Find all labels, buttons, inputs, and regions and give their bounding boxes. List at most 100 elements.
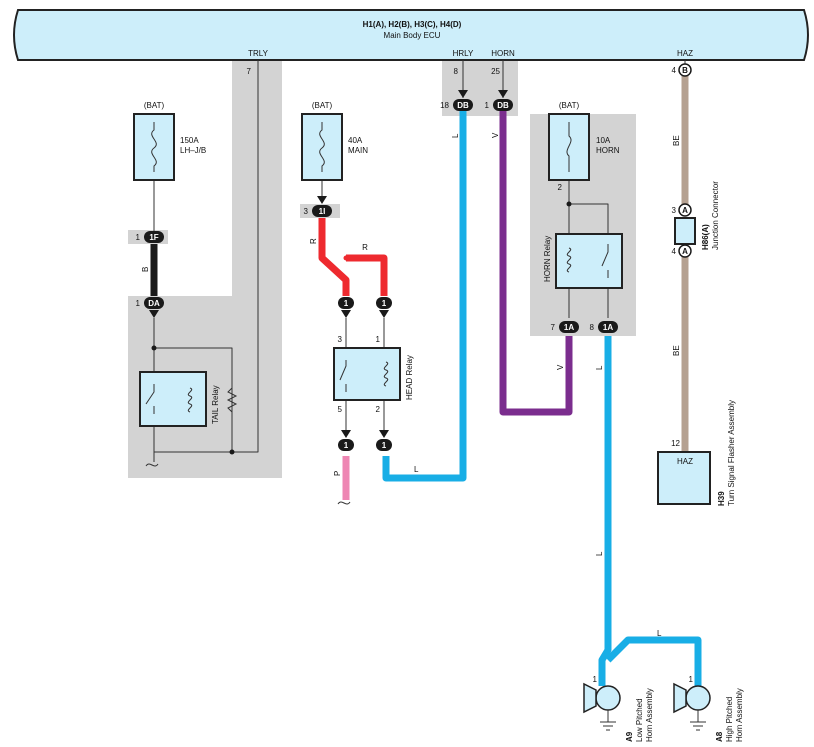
wire-be2-label: BE (672, 345, 681, 356)
connector-da-pin: 1 (136, 299, 141, 308)
ecu-horn-label: HORN (491, 49, 515, 58)
horn-relay-feed (569, 203, 609, 234)
flasher-terminal: HAZ (677, 457, 693, 466)
hrly-pin: 8 (454, 67, 459, 76)
wire-labels: B R R L L V V L L L P BE BE (141, 132, 681, 638)
wire-p-label: P (333, 471, 342, 476)
tail-ground-icon (145, 463, 159, 467)
tail-relay-box (139, 371, 207, 427)
head-relay-pin-3: 3 (338, 335, 343, 344)
connector-head-bottom-left (338, 439, 354, 451)
connector-da (144, 297, 164, 309)
connector-head-top-right-arrow (379, 310, 389, 318)
trly-pin: 7 (247, 67, 252, 76)
connector-db-1-arrow (498, 90, 508, 98)
horn-relay: HORN Relay (543, 233, 623, 289)
connector-horn-8 (598, 321, 618, 333)
fuse-40a-rating: 40A (348, 136, 363, 145)
ecu-body (13, 9, 809, 61)
connector-1f-code: 1F (149, 233, 158, 242)
connector-head-top-right-code: 1 (382, 299, 387, 308)
head-relay-pin-5: 5 (338, 405, 343, 414)
ecu-connectors-label: H1(A), H2(B), H3(C), H4(D) (363, 20, 462, 29)
fuse-10a: (BAT) 10A HORN 2 (548, 101, 620, 192)
connector-da-code: DA (148, 299, 160, 308)
connector-horn-7-pin: 7 (551, 323, 556, 332)
connector-head-top-right (376, 297, 392, 309)
junction-connector: A 3 A 4 H86(A) Junction Connector (672, 181, 720, 258)
connector-horn-7 (559, 321, 579, 333)
connector-db-18-code: DB (457, 101, 469, 110)
tail-relay: TAIL Relay (139, 371, 238, 467)
head-relay-name: HEAD Relay (405, 355, 414, 400)
high-pitched-horn: 1 A8 High Pitched Horn Assembly (673, 675, 744, 742)
connector-1f-pin: 1 (136, 233, 141, 242)
fuse-150a-name: LH–J/B (180, 146, 206, 155)
low-horn-pin: 1 (593, 675, 598, 684)
connector-1f (144, 231, 164, 243)
wire-l2-label: L (451, 133, 460, 138)
head-relay-box (333, 347, 401, 401)
head-relay-coil-icon (383, 361, 389, 387)
connector-head-bottom-right-code: 1 (382, 441, 387, 450)
high-horn-code: A8 (715, 731, 724, 742)
wire-r-main (318, 218, 350, 296)
wire-b-label: B (141, 267, 150, 272)
flasher-box (657, 451, 711, 505)
junction-pin-4-connector (678, 244, 692, 258)
connector-1i-code: 1I (319, 207, 326, 216)
head-ground-icon (337, 501, 351, 505)
connector-db-18-pin: 18 (440, 101, 449, 110)
fuse-150a-rating: 150A (180, 136, 199, 145)
high-horn-body (685, 685, 711, 711)
flasher-pin: 12 (671, 439, 680, 448)
connector-horn-8-pin: 8 (590, 323, 595, 332)
low-horn-ground-icon (600, 721, 616, 731)
junction-body (674, 217, 696, 245)
connectors: 1F 1 DA 1 1I 3 DB 18 DB 1 1 1 1 1 (136, 63, 692, 451)
connector-head-bottom-right (376, 439, 392, 451)
tail-resistor-icon (226, 380, 238, 420)
connector-head-top-left-code: 1 (344, 299, 349, 308)
flasher-code: H39 (717, 491, 726, 506)
ecu-hrly-label: HRLY (453, 49, 474, 58)
low-horn-bell (583, 682, 597, 714)
connector-da-arrow (149, 310, 159, 318)
horn-relay-coil-icon (566, 247, 572, 273)
tail-relay-coil-icon (187, 387, 193, 413)
connector-1i-arrow (317, 196, 327, 204)
low-horn-name-1: Low Pitched (635, 698, 644, 742)
dot-tail-return (229, 449, 235, 455)
junction-pin-3-connector (678, 203, 692, 217)
wire-r2-label: R (362, 243, 368, 252)
fuse-10a-name: HORN (596, 146, 620, 155)
connector-db-18-arrow (458, 90, 468, 98)
fuse-10a-rating: 10A (596, 136, 611, 145)
wire-l-horn (598, 336, 612, 686)
low-pitched-horn: 1 A9 Low Pitched Horn Assembly (583, 675, 654, 742)
wire-r1-label: R (309, 238, 318, 244)
horn-relay-switch-icon (601, 244, 609, 267)
connector-haz-b-pin: 4 (672, 66, 677, 75)
wire-be1-label: BE (672, 135, 681, 146)
turn-signal-flasher: 12 HAZ H39 Turn Signal Flasher Assembly (657, 400, 736, 506)
connector-head-bottom-left-arrow (341, 430, 351, 438)
wire-l5-label: L (657, 629, 662, 638)
junction-name: Junction Connector (711, 181, 720, 250)
wire-v (499, 110, 573, 416)
connector-haz-b (678, 63, 692, 77)
ecu-name: Main Body ECU (384, 31, 441, 40)
fuse-10a-icon (566, 122, 572, 172)
low-horn-code: A9 (625, 731, 634, 742)
fuse-150a-icon (151, 122, 157, 172)
wire-l-hrly (382, 110, 467, 482)
junction-pin-4-code: A (682, 247, 688, 256)
junction-pin-3-code: A (682, 206, 688, 215)
horn-relay-box (555, 233, 623, 289)
low-horn-body (595, 685, 621, 711)
high-horn-name-1: High Pitched (725, 697, 734, 742)
high-horn-bell (673, 682, 687, 714)
junction-pin-4: 4 (672, 247, 677, 256)
connector-head-bottom-left-code: 1 (344, 441, 349, 450)
